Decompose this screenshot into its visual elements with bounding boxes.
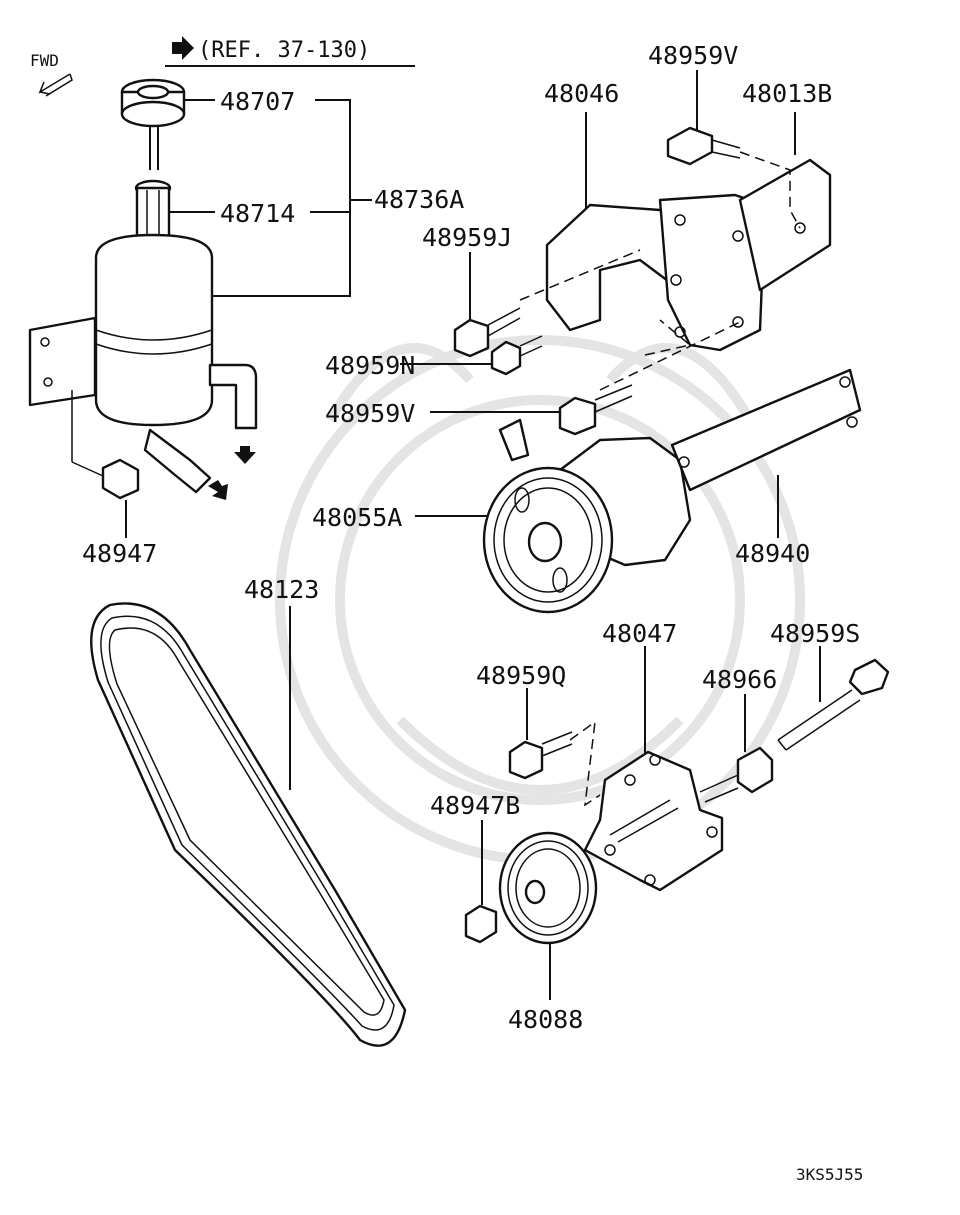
label-48707: 48707 [220, 87, 295, 116]
ref-label: (REF. 37-130) [198, 38, 370, 63]
bolt-48966 [699, 746, 774, 803]
leader-lines [125, 70, 821, 1000]
label-48959J: 48959J [422, 223, 512, 252]
label-48736A: 48736A [374, 185, 464, 214]
label-48947: 48947 [82, 539, 157, 568]
label-48123: 48123 [244, 575, 319, 604]
label-48714: 48714 [220, 199, 295, 228]
nut-48947B [464, 904, 498, 944]
label-48947B: 48947B [430, 791, 520, 820]
tensioner-bracket [583, 750, 724, 892]
label-48959N: 48959N [325, 351, 415, 380]
pump-bracket [519, 126, 832, 391]
label-48013B: 48013B [742, 79, 832, 108]
bolt-48959V-mid [558, 384, 633, 436]
label-48959V-mid: 48959V [325, 399, 415, 428]
bolt-48959Q [508, 720, 601, 807]
bolt-48959N [490, 335, 543, 376]
reference-note: (REF. 37-130) [165, 36, 415, 67]
label-48046: 48046 [544, 79, 619, 108]
label-48055A: 48055A [312, 503, 402, 532]
fwd-label: FWD [30, 51, 59, 70]
reservoir-tank [28, 78, 258, 500]
power-steering-pump [482, 368, 862, 614]
ref-arrow-icon [172, 36, 194, 60]
flow-arrow-icon [208, 480, 228, 500]
adjusting-bolt-48959S [777, 658, 890, 751]
label-48940: 48940 [735, 539, 810, 568]
label-48088: 48088 [508, 1005, 583, 1034]
part-labels: 48707 48714 48736A 48046 48959V 48013B 4… [82, 41, 860, 1034]
forward-arrow-icon: FWD [30, 51, 73, 97]
label-48047: 48047 [602, 619, 677, 648]
label-48966: 48966 [702, 665, 777, 694]
catalog-code: 3KS5J55 [796, 1165, 863, 1184]
label-48959S: 48959S [770, 619, 860, 648]
idler-pulley [498, 831, 598, 945]
bolt-48959J [453, 307, 521, 358]
drive-belt [90, 602, 407, 1047]
label-48959Q: 48959Q [476, 661, 566, 690]
label-48959V-top: 48959V [648, 41, 738, 70]
flow-arrow-icon [234, 446, 256, 464]
